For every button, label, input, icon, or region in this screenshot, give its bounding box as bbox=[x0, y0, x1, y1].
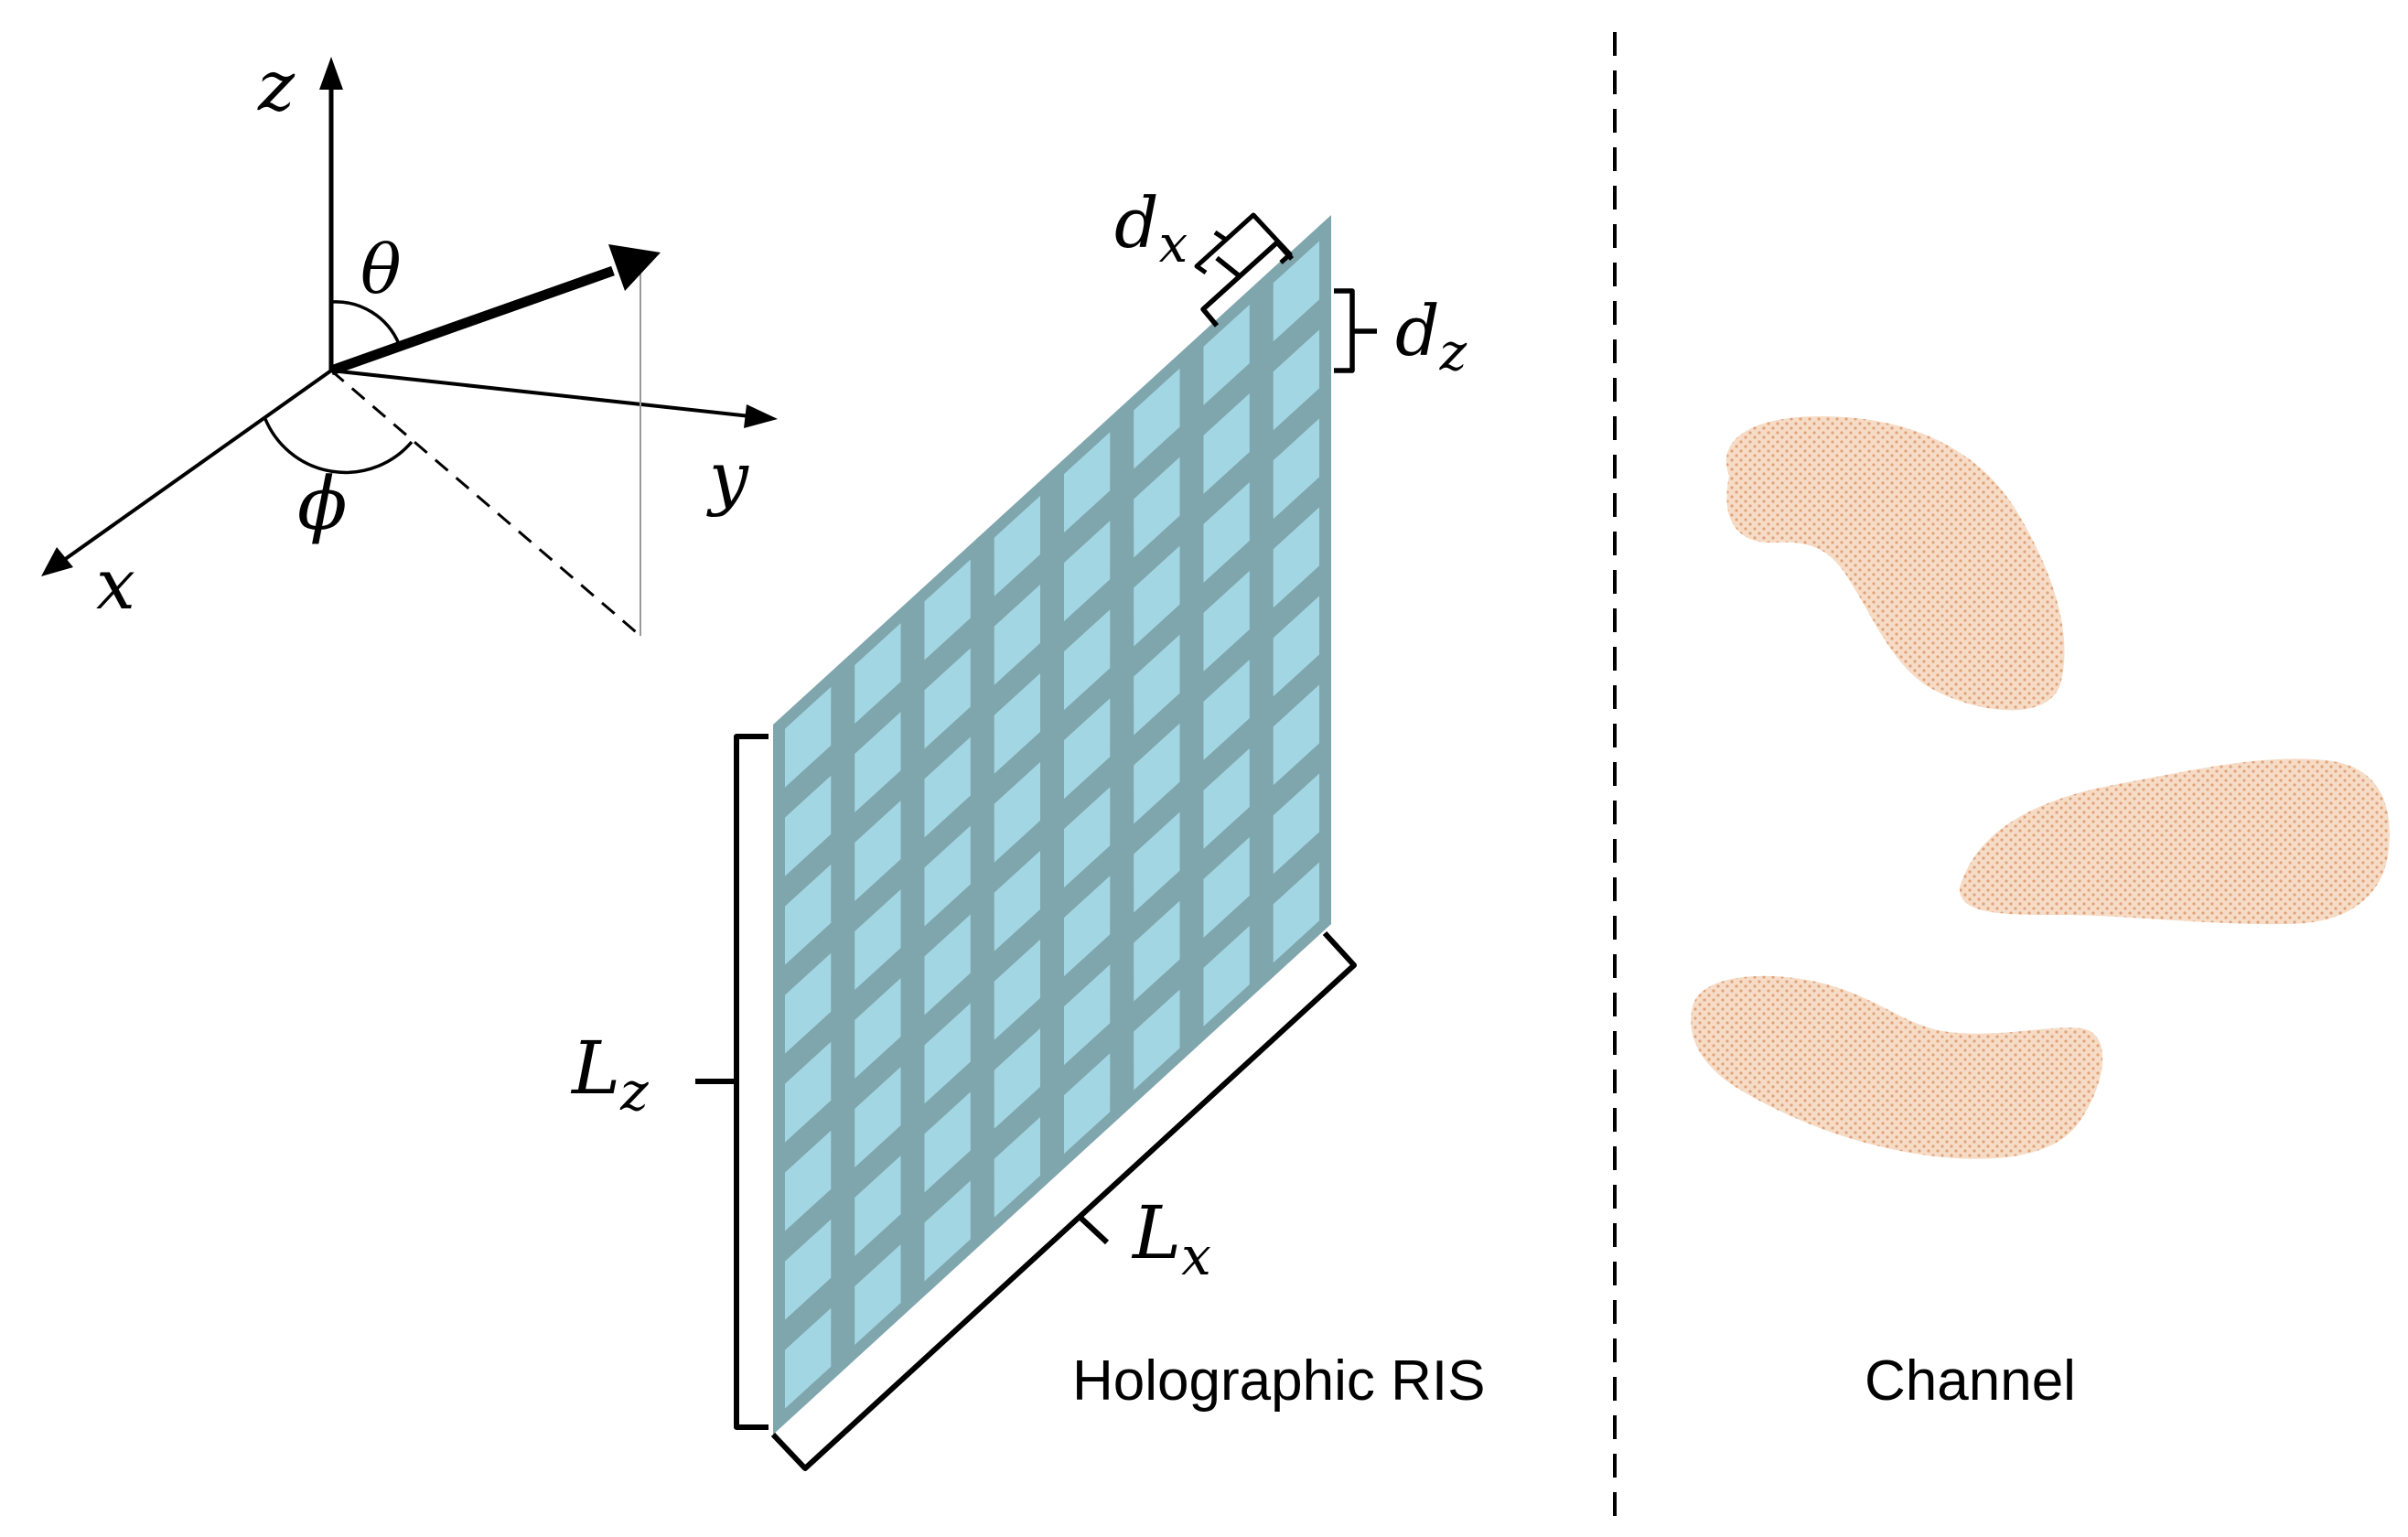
ris-element-cell bbox=[1203, 925, 1250, 1026]
ris-element-cell bbox=[994, 850, 1041, 951]
ris-element-cell bbox=[784, 1130, 832, 1231]
ris-element-cell bbox=[1203, 481, 1250, 583]
coordinate-system: z y x θ ϕ bbox=[41, 45, 778, 638]
dz-label: dz bbox=[1395, 290, 1467, 382]
theta-label: θ bbox=[360, 231, 402, 309]
ris-element-cell bbox=[1203, 392, 1250, 494]
ris-element-cell bbox=[994, 584, 1041, 685]
scatterer-blob-1 bbox=[1725, 416, 2065, 711]
ris-element-cell bbox=[1273, 329, 1320, 431]
ris-frame bbox=[773, 215, 1331, 1435]
ris-element-cell bbox=[1063, 432, 1111, 533]
scatterer-blob-3 bbox=[1691, 975, 2103, 1159]
dx-bracket-shape bbox=[1200, 240, 1295, 328]
ris-element-cell bbox=[1063, 1053, 1111, 1155]
x-axis-arrowhead bbox=[41, 547, 73, 576]
ris-element-cell bbox=[1203, 304, 1250, 405]
ris-element-cell bbox=[1063, 787, 1111, 888]
ris-element-cell bbox=[855, 1067, 901, 1168]
dx-bracket-tick bbox=[1215, 255, 1242, 279]
ris-element-cell bbox=[1273, 596, 1320, 697]
ris-element-cell bbox=[924, 559, 971, 661]
ris-element-cell bbox=[1134, 811, 1180, 913]
ris-element-cell bbox=[1134, 900, 1180, 1002]
ris-caption: Holographic RIS bbox=[1072, 1349, 1485, 1413]
ris-element-cell bbox=[1134, 634, 1180, 736]
ris-element-cell bbox=[784, 775, 832, 876]
ris-element-cell bbox=[855, 978, 901, 1080]
ris-panel bbox=[773, 215, 1331, 1435]
ris-element-cell bbox=[1063, 876, 1111, 977]
lx-label: Lx bbox=[1131, 1190, 1211, 1287]
y-axis-label: y bbox=[706, 436, 749, 518]
ris-element-cell bbox=[784, 686, 832, 788]
ris-element-cell bbox=[855, 1244, 901, 1346]
phi-label: ϕ bbox=[297, 461, 348, 546]
ris-element-cell bbox=[784, 864, 832, 965]
ris-element-cell bbox=[1203, 836, 1250, 938]
ris-element-cell bbox=[1273, 241, 1320, 342]
ris-element-cell bbox=[994, 672, 1041, 774]
ris-element-cell bbox=[924, 1003, 971, 1104]
ris-element-cell bbox=[994, 1116, 1041, 1218]
ris-element-cell bbox=[1273, 862, 1320, 963]
z-axis-arrowhead bbox=[319, 57, 343, 90]
ris-element-cell bbox=[1063, 964, 1111, 1066]
channel-scatterers bbox=[1691, 416, 2390, 1159]
ris-element-cell bbox=[1063, 609, 1111, 711]
ris-element-cell bbox=[994, 761, 1041, 863]
phi-arc bbox=[263, 418, 414, 475]
ris-element-cell bbox=[1134, 368, 1180, 469]
lz-label: Lz bbox=[570, 1026, 649, 1123]
channel-caption: Channel bbox=[1865, 1349, 2076, 1413]
ris-element-cell bbox=[1273, 507, 1320, 608]
ris-element-cell bbox=[924, 825, 971, 927]
ris-element-cell bbox=[1273, 418, 1320, 520]
ris-element-cell bbox=[855, 889, 901, 991]
x-axis-label: x bbox=[96, 543, 135, 625]
ris-element-cell bbox=[855, 801, 901, 902]
x-axis bbox=[62, 369, 333, 562]
ris-element-cell bbox=[1203, 747, 1250, 849]
ris-element-cell bbox=[784, 1307, 832, 1409]
ris-element-cell bbox=[994, 495, 1041, 597]
ris-element-cell bbox=[855, 712, 901, 813]
ris-element-cell bbox=[994, 939, 1041, 1040]
ris-element-cell bbox=[855, 1155, 901, 1257]
ris-element-cell bbox=[1063, 521, 1111, 622]
y-axis-arrowhead bbox=[744, 404, 778, 428]
dz-bracket-shape bbox=[1334, 288, 1355, 373]
ris-element-cell bbox=[1063, 698, 1111, 800]
ris-element-cell bbox=[1203, 570, 1250, 672]
ris-element-cell bbox=[855, 623, 901, 725]
ris-element-cell bbox=[924, 1091, 971, 1193]
ris-element-cell bbox=[994, 1027, 1041, 1129]
y-axis bbox=[330, 369, 751, 418]
projection-dashed-line bbox=[330, 369, 641, 638]
lz-bracket-shape bbox=[734, 734, 769, 1430]
ris-element-cell bbox=[1134, 545, 1180, 647]
ris-element-cell bbox=[924, 736, 971, 838]
ris-element-cell bbox=[1134, 457, 1180, 558]
ris-element-cell bbox=[924, 648, 971, 749]
ris-element-cell bbox=[1273, 684, 1320, 786]
ris-element-cell bbox=[924, 914, 971, 1016]
ris-cell-grid bbox=[784, 241, 1320, 1409]
dx-label: dx bbox=[1114, 182, 1188, 274]
ris-element-cell bbox=[784, 952, 832, 1054]
ris-element-cell bbox=[1134, 723, 1180, 824]
scatterer-blob-2 bbox=[1959, 758, 2390, 925]
theta-arc bbox=[330, 300, 401, 345]
ris-element-cell bbox=[784, 1219, 832, 1320]
ris-element-cell bbox=[924, 1180, 971, 1282]
direction-vector bbox=[329, 265, 615, 376]
lx-bracket-tick bbox=[1077, 1214, 1110, 1245]
ris-element-cell bbox=[1273, 773, 1320, 875]
direction-vector-arrowhead bbox=[608, 244, 661, 291]
ris-element-cell bbox=[784, 1041, 832, 1143]
z-axis-label: z bbox=[257, 45, 296, 126]
ris-element-cell bbox=[1134, 989, 1180, 1091]
ris-element-cell bbox=[1203, 659, 1250, 760]
